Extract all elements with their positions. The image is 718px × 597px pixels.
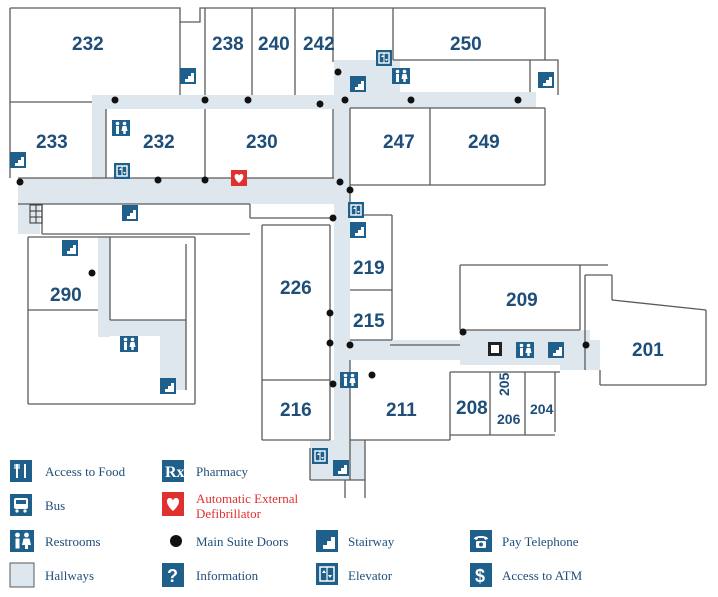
room-219: 219 bbox=[353, 258, 385, 279]
legend-bus-label: Bus bbox=[45, 498, 65, 513]
stairway-icon bbox=[180, 68, 196, 84]
legend-restrooms-label: Restrooms bbox=[45, 534, 101, 549]
legend-atm-label: Access to ATM bbox=[502, 568, 583, 583]
legend-aed-line1: Automatic External bbox=[196, 491, 299, 506]
room-242: 242 bbox=[303, 34, 335, 55]
map-icons bbox=[10, 49, 564, 476]
stairway-icon bbox=[548, 342, 564, 358]
room-206: 206 bbox=[497, 411, 521, 427]
svg-text:?: ? bbox=[167, 566, 178, 586]
legend-stairway-label: Stairway bbox=[348, 534, 395, 549]
legend-pharmacy-label: Pharmacy bbox=[196, 464, 248, 479]
restrooms-icon bbox=[10, 530, 34, 552]
legend-telephone-label: Pay Telephone bbox=[502, 534, 579, 549]
room-211: 211 bbox=[386, 400, 417, 421]
elevator-legend-icon bbox=[316, 563, 338, 585]
aed-icon bbox=[231, 170, 247, 186]
stairway-icon bbox=[122, 205, 138, 221]
information-legend-icon: ? bbox=[162, 563, 184, 587]
room-204: 204 bbox=[530, 401, 554, 417]
stairway-icon bbox=[10, 152, 26, 168]
stairway-icon bbox=[160, 378, 176, 394]
atm-icon: $ bbox=[470, 563, 492, 587]
grid-icon bbox=[29, 204, 43, 224]
room-247: 247 bbox=[383, 132, 415, 153]
room-216: 216 bbox=[280, 400, 312, 421]
elevator-icon bbox=[311, 447, 329, 465]
stairway-icon bbox=[333, 460, 349, 476]
stairway-icon bbox=[62, 240, 78, 256]
suite-door-dot-icon bbox=[170, 535, 182, 547]
elevator-icon bbox=[375, 49, 393, 67]
restroom-icon bbox=[392, 68, 410, 84]
legend-hallways-label: Hallways bbox=[45, 568, 94, 583]
legend-aed-line2: Defibrillator bbox=[196, 506, 262, 521]
telephone-icon bbox=[470, 530, 492, 552]
aed-legend-icon bbox=[162, 492, 184, 516]
room-201: 201 bbox=[632, 340, 664, 361]
room-226: 226 bbox=[280, 278, 312, 299]
room-240: 240 bbox=[258, 34, 290, 55]
restroom-icon bbox=[112, 120, 130, 136]
room-233: 233 bbox=[36, 132, 68, 153]
stairway-icon bbox=[350, 76, 366, 92]
svg-text:Rx: Rx bbox=[165, 464, 185, 481]
legend: Access to Food Rx Pharmacy Automatic Ext… bbox=[9, 460, 583, 588]
room-205: 205 bbox=[496, 372, 512, 396]
room-209: 209 bbox=[506, 290, 538, 311]
suite-doors bbox=[16, 68, 590, 388]
restroom-icon bbox=[340, 372, 358, 388]
stairway-legend-icon bbox=[316, 530, 338, 552]
room-290: 290 bbox=[50, 285, 82, 306]
bus-icon bbox=[10, 494, 32, 516]
room-238: 238 bbox=[212, 34, 244, 55]
room-labels: 232 238 240 242 250 233 232 230 247 249 … bbox=[36, 34, 664, 427]
room-232-lower: 232 bbox=[143, 132, 175, 153]
restroom-icon bbox=[120, 336, 138, 352]
elevator-icon bbox=[113, 162, 131, 180]
legend-doors-label: Main Suite Doors bbox=[196, 534, 288, 549]
stairway-icon bbox=[538, 72, 554, 88]
legend-food-label: Access to Food bbox=[45, 464, 126, 479]
room-249: 249 bbox=[468, 132, 500, 153]
hallway-swatch-icon bbox=[9, 562, 35, 588]
restroom-icon bbox=[516, 342, 534, 358]
legend-information-label: Information bbox=[196, 568, 259, 583]
pharmacy-icon: Rx bbox=[162, 460, 185, 482]
elevator-icon bbox=[347, 201, 365, 219]
room-215: 215 bbox=[353, 311, 385, 332]
room-250: 250 bbox=[450, 34, 482, 55]
room-232-top: 232 bbox=[72, 34, 104, 55]
walls bbox=[9, 7, 707, 498]
legend-elevator-label: Elevator bbox=[348, 568, 393, 583]
food-icon bbox=[10, 460, 32, 482]
room-230: 230 bbox=[246, 132, 278, 153]
room-208: 208 bbox=[456, 398, 488, 419]
stairway-icon bbox=[350, 222, 366, 238]
information-icon bbox=[488, 342, 502, 356]
svg-text:$: $ bbox=[475, 566, 485, 586]
